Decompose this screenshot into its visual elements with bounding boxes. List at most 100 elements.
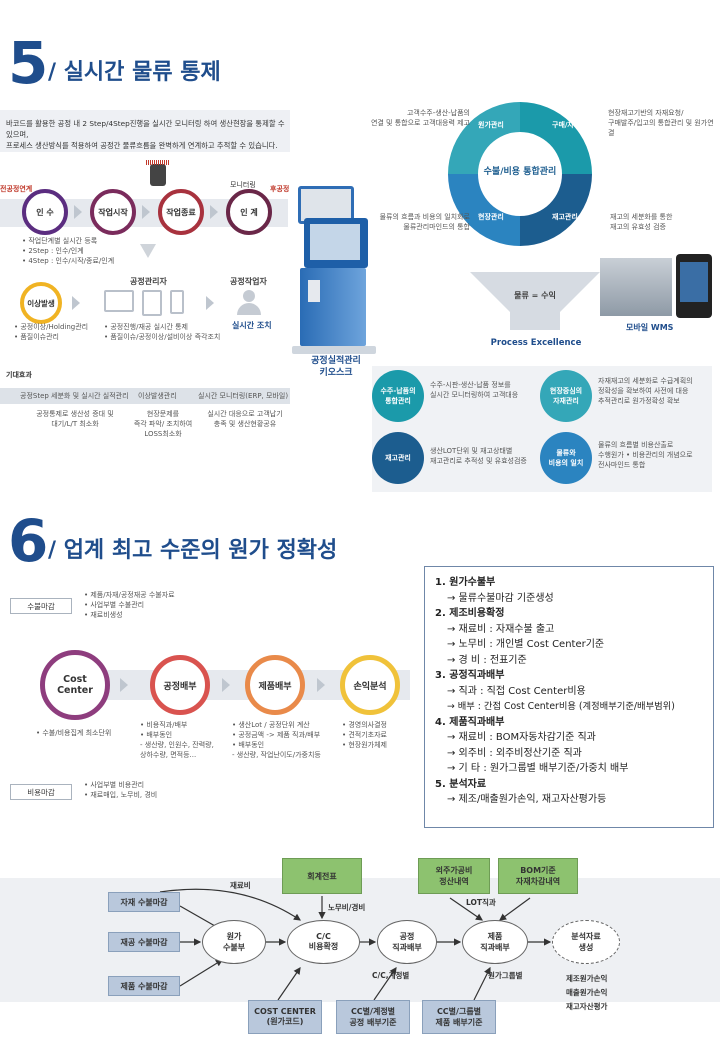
ring-note: 물류의 흐름과 비용의 일치화로 물류관리마인드의 통합 <box>372 212 470 232</box>
top-note: • 사업부별 수불관리 <box>84 601 145 609</box>
step-start: 작업시작 <box>90 189 136 235</box>
worker-body-icon <box>237 303 261 315</box>
flow-note-line: • 배부동인 <box>140 731 173 739</box>
funnel-arrow-icon <box>470 272 600 330</box>
list-item: → 제조/매출원가손익, 재고자산평가등 <box>447 794 607 805</box>
intro-panel <box>0 110 290 152</box>
input-box: 재공 수불마감 <box>108 932 180 952</box>
top-notes: • 제품/자재/공정재공 수불자료 • 사업부별 수불관리 • 재료비생성 <box>84 590 175 620</box>
ring-note: 고객수주-생산-납품의 연결 및 통합으로 고객대응력 제고 <box>364 108 470 128</box>
pe-item-circle: 수주-납품의 통합관리 <box>372 370 424 422</box>
kiosk-scanner <box>308 280 320 302</box>
ring-note-line: 물류관리마인드의 통합 <box>403 223 470 231</box>
effect-bar <box>0 388 290 404</box>
list-item: → 노무비 : 개인별 Cost Center기준 <box>447 639 605 650</box>
flow-note-line: - 생산량, 작업난이도/가중치등 <box>232 751 321 759</box>
worker-action: 실시간 조치 <box>232 321 272 330</box>
intro-text: 바코드를 활용한 공정 내 2 Step/4Step진행을 실시간 모니터링 하… <box>6 118 288 151</box>
list-heading: 5. 분석자료 <box>435 778 487 790</box>
closing-tag-top: 수불마감 <box>10 598 72 614</box>
tablet-icon <box>142 290 162 316</box>
effect-note-line: 현장문제를 <box>146 410 180 418</box>
worker-title: 공정작업자 <box>230 277 267 286</box>
ring-note-line: 현장재고기반의 자재요청/ <box>608 109 684 117</box>
pe-note-line: 실시간 모니터링하여 고객대응 <box>430 391 519 399</box>
barcode-beam-icon <box>146 160 170 165</box>
step-receive: 인 수 <box>22 189 68 235</box>
flow-outputs: 제조원가손익 매출원가손익 재고자산평가 <box>566 972 607 1014</box>
ring-segment <box>520 102 592 174</box>
step-note: • 4Step : 인수/시작/종료/인계 <box>22 257 115 265</box>
ring-segment <box>448 174 520 246</box>
list-item: → 배부 : 간접 Cost Center비용 (계정배부기준/배부범위) <box>447 701 675 712</box>
section6-title: / 업계 최고 수준의 원가 정확성 <box>48 538 338 563</box>
section5-title: / 실시간 물류 통제 <box>48 60 221 85</box>
kiosk-caption-line: 키오스크 <box>319 368 353 378</box>
list-item: → 재료비 : BOM자동차감기준 직과 <box>447 732 596 743</box>
ring-center <box>480 134 560 214</box>
ring-note-line: 재고의 유효성 검증 <box>610 223 666 231</box>
product-alloc-circle: 제품배부 <box>245 655 305 715</box>
effect-note-2: 현장문제를 즉각 파악/ 조치하여 LOSS최소화 <box>128 409 198 439</box>
bottom-box: CC별/그룹별 제품 배부기준 <box>422 1000 496 1034</box>
list-item: → 경 비 : 전표기준 <box>447 654 527 666</box>
ring-note-line: 연결 및 통합으로 고객대응력 제고 <box>370 119 470 127</box>
manager-notes: • 공정진행/재공 실시간 통제 • 품질이슈/공정이상/설비이상 즉각조치 <box>104 322 220 342</box>
flow-label: LOT직과 <box>466 898 496 907</box>
ring-note: 재고의 세분화를 통한 재고의 유효성 검증 <box>610 212 710 232</box>
step-notes: • 작업단계별 실시간 등록 • 2Step : 인수/인계 • 4Step :… <box>22 236 114 266</box>
list-heading: 4. 제품직과배부 <box>435 716 505 728</box>
kiosk-display <box>310 224 360 260</box>
input-box: 자재 수불마감 <box>108 892 180 912</box>
flow-node: 분석자료 생성 <box>552 920 620 964</box>
pe-item-circle: 현장중심의 자재관리 <box>540 370 592 422</box>
manager-note: • 공정진행/재공 실시간 통제 <box>104 323 189 331</box>
ring-note-line: 물류의 흐름과 비용의 일치화로 <box>379 213 470 221</box>
effect-1: 공정Step 세분화 및 실시간 실적관리 <box>20 392 129 400</box>
monitor-icon <box>104 290 134 312</box>
pe-item-circle: 재고관리 <box>372 432 424 484</box>
output-item: 제조원가손익 <box>566 974 608 983</box>
list-item: → 재료비 : 자재수불 출고 <box>447 623 555 635</box>
process-alloc-circle: 공정배부 <box>150 655 210 715</box>
flow-note-line: • 경영의사결정 <box>342 721 387 729</box>
output-item: 재고자산평가 <box>566 1002 608 1011</box>
chevron-right-icon <box>72 296 80 310</box>
flow-note-line: 상하수량, 면적등... <box>140 751 197 759</box>
warehouse-image <box>600 258 672 316</box>
kiosk-base <box>292 346 376 354</box>
flow-label: 재료비 <box>230 881 251 890</box>
pe-item-note: 생산LOT단위 및 재고상태별 재고관리로 추적성 및 유효성검증 <box>430 446 540 466</box>
flow-label: 원가그룹별 <box>488 971 523 980</box>
closing-tag-bottom: 비용마감 <box>10 784 72 800</box>
barcode-scanner-icon <box>150 164 166 186</box>
flow-node: 제품 직과배부 <box>462 920 528 964</box>
effect-note-line: LOSS최소화 <box>144 430 182 438</box>
intro-line-1: 바코드를 활용한 공정 내 2 Step/4Step진행을 실시간 모니터링 하… <box>6 119 285 139</box>
effect-label: 기대효과 <box>6 371 32 379</box>
flow-note-line: • 생산Lot / 공정단위 계산 <box>232 721 310 729</box>
step-note: • 작업단계별 실시간 등록 <box>22 237 98 245</box>
pe-note-line: 전사마인드 통합 <box>598 461 646 469</box>
chevron-right-icon <box>74 205 82 219</box>
ring-label: 재고관리 <box>552 213 578 221</box>
pe-note-line: 생산LOT단위 및 재고상태별 <box>430 447 513 455</box>
manager-note: • 품질이슈/공정이상/설비이상 즉각조치 <box>104 333 221 341</box>
effect-note-1: 공정통제로 생산성 증대 및 대기/L/T 최소화 <box>30 409 120 429</box>
output-item: 매출원가손익 <box>566 988 608 997</box>
green-box: BOM기준 자재차감내역 <box>498 858 578 894</box>
ring-label: 현장관리 <box>478 213 504 221</box>
arrow-down-icon <box>140 244 156 258</box>
top-note: • 제품/자재/공정재공 수불자료 <box>84 591 175 599</box>
mobile-wms-label: 모바일 WMS <box>626 323 674 332</box>
flow-node: 원가 수불부 <box>202 920 266 964</box>
pe-note-line: 재고관리로 추적성 및 유효성검증 <box>430 457 527 465</box>
anomaly-circle: 이상발생 <box>20 282 62 324</box>
ring-label: 구매/자재관리 <box>552 121 594 129</box>
pe-item-note: 물류의 흐름별 비용산출로 수행원가 • 비용관리의 개념으로 전사마인드 통합 <box>598 440 716 470</box>
flow-node: 공정 직과배부 <box>377 920 437 964</box>
flow-note-line: • 견적기초자료 <box>342 731 387 739</box>
pe-item-note: 수주-시판-생산-납품 정보를 실시간 모니터링하여 고객대응 <box>430 380 540 400</box>
anomaly-note: • 품질이슈관리 <box>14 333 59 341</box>
list-item: → 직과 : 직접 Cost Center비용 <box>447 685 586 697</box>
